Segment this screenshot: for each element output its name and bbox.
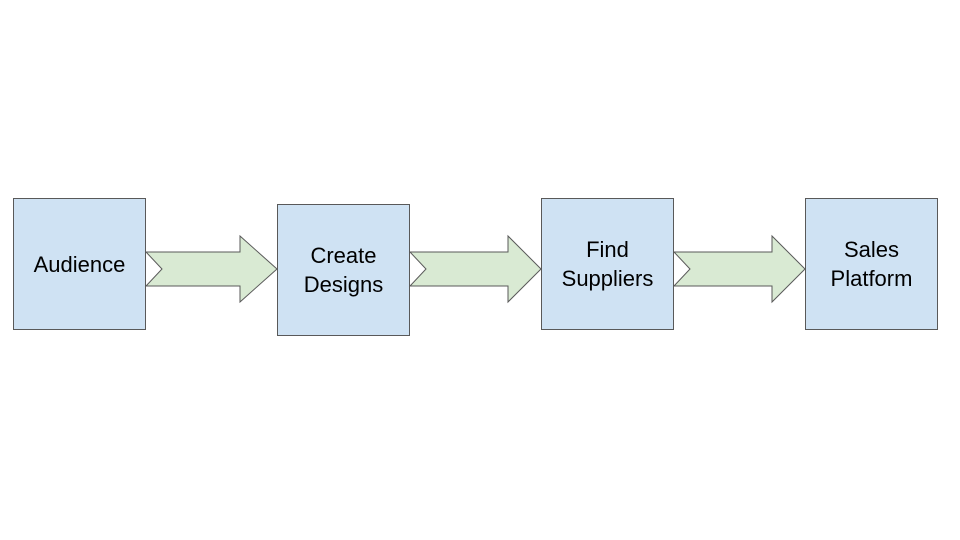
arrow-find-suppliers-to-sales-platform bbox=[672, 234, 806, 304]
step-find-suppliers-label: Find Suppliers bbox=[561, 237, 654, 291]
step-audience-label: Audience bbox=[33, 251, 126, 277]
step-sales-platform-label: Sales Platform bbox=[830, 237, 913, 291]
step-audience-box: Audience bbox=[13, 198, 146, 330]
step-find-suppliers-box: Find Suppliers bbox=[541, 198, 674, 330]
step-create-designs-label: Create Designs bbox=[303, 243, 384, 297]
step-sales-platform-box: Sales Platform bbox=[805, 198, 938, 330]
step-create-designs-box: Create Designs bbox=[277, 204, 410, 336]
arrow-create-designs-to-find-suppliers bbox=[408, 234, 542, 304]
arrow-audience-to-create-designs bbox=[144, 234, 278, 304]
